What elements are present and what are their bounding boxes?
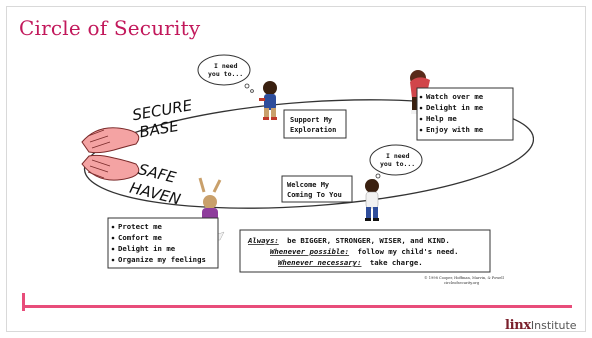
always-label: Always:	[247, 236, 279, 245]
guidance-line-3: Whenever necessary: take charge.	[278, 258, 423, 267]
copyright-line1: © 1998 Cooper, Hoffman, Marvin, & Powell	[424, 275, 505, 280]
logo-suffix: Institute	[530, 319, 577, 332]
child-returning-figure	[365, 179, 379, 221]
child-exploring-figure	[259, 81, 277, 120]
support-box-line1: Support My	[290, 116, 333, 124]
support-exploration-box: Support My Exploration	[283, 109, 347, 139]
copyright-line2: circleofsecurity.org	[444, 281, 480, 285]
slide-frame	[6, 6, 586, 332]
necessary-label: Whenever necessary:	[278, 258, 361, 267]
support-box-line2: Exploration	[290, 126, 336, 134]
bubble-mid-line2: you to...	[380, 160, 415, 168]
speech-bubble-mid: I need you to...	[369, 144, 423, 183]
top-need-2: Delight in me	[426, 103, 484, 112]
welcome-box-line2: Coming To You	[287, 191, 342, 199]
welcome-coming-box: Welcome My Coming To You	[281, 175, 353, 203]
slide-title: Circle of Security	[19, 16, 201, 40]
top-need-1: Watch over me	[426, 92, 484, 101]
always-text: be BIGGER, STRONGER, WISER, and KIND.	[287, 236, 450, 245]
bottom-need-4: Organize my feelings	[118, 255, 206, 264]
possible-label: Whenever possible:	[270, 247, 349, 256]
top-need-4: Enjoy with me	[426, 125, 484, 134]
circle-of-security-diagram: SECURE BASE SAFE HAVEN I need you to...	[74, 52, 534, 292]
hands-illustration	[81, 127, 140, 181]
logo-brand: linx	[505, 318, 531, 333]
welcome-box-line1: Welcome My	[287, 181, 330, 189]
bubble-top-line2: you to...	[208, 70, 243, 78]
circle-path	[83, 99, 534, 209]
bubble-mid-line1: I need	[386, 152, 410, 160]
guidance-box: Always: be BIGGER, STRONGER, WISER, and …	[239, 229, 491, 273]
secure-base-label: SECURE BASE	[131, 96, 194, 141]
guidance-line-1: Always: be BIGGER, STRONGER, WISER, and …	[247, 236, 450, 245]
top-needs-box: Watch over me Delight in me Help me Enjo…	[416, 87, 514, 141]
bottom-need-3: Delight in me	[118, 244, 176, 253]
accent-tick	[22, 293, 25, 311]
bubble-top-line1: I need	[214, 62, 238, 70]
bottom-need-1: Protect me	[118, 222, 163, 231]
speech-bubble-top: I need you to...	[197, 54, 254, 93]
bottom-need-2: Comfort me	[118, 233, 163, 242]
diagram-svg: SECURE BASE SAFE HAVEN I need you to...	[81, 54, 534, 285]
possible-text: follow my child's need.	[357, 247, 458, 256]
necessary-text: take charge.	[370, 258, 423, 267]
bottom-needs-box: Protect me Comfort me Delight in me Orga…	[107, 217, 219, 269]
accent-divider	[22, 305, 572, 308]
guidance-line-2: Whenever possible: follow my child's nee…	[270, 247, 459, 256]
linx-institute-logo: linxInstitute	[505, 318, 577, 333]
top-need-3: Help me	[426, 114, 457, 123]
